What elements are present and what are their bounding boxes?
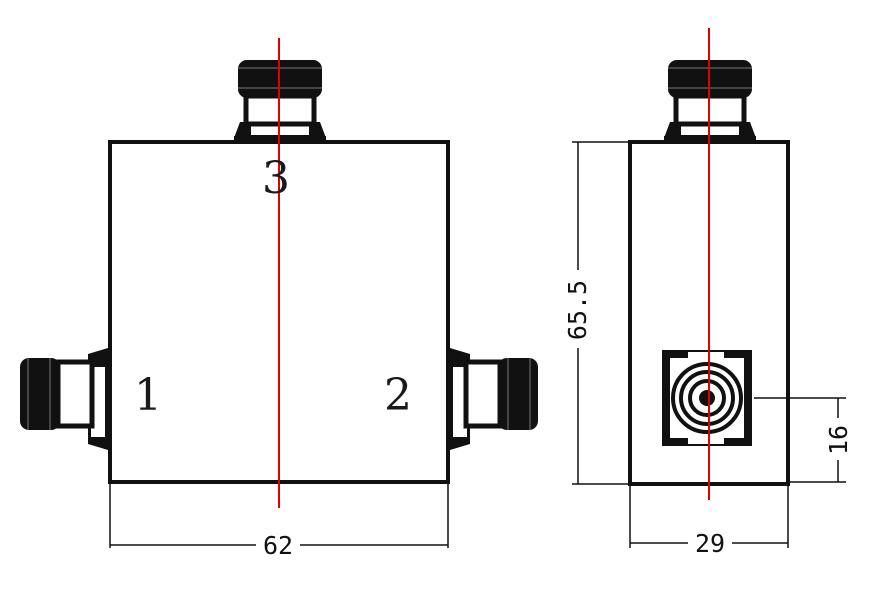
- front-width-value: 62: [263, 531, 293, 560]
- front-right-connector: [450, 348, 538, 450]
- side-width-dimension: [629, 486, 789, 548]
- port-1-label: 1: [134, 370, 162, 421]
- side-view: 65.5 29 16: [563, 28, 853, 558]
- side-height-value: 65.5: [563, 280, 592, 340]
- side-width-value: 29: [695, 529, 725, 558]
- connector-offset-value: 16: [824, 425, 853, 455]
- front-left-connector: [20, 348, 108, 450]
- front-width-dimension: [109, 484, 449, 548]
- port-3-label: 3: [262, 153, 290, 204]
- side-face-connector: [662, 350, 752, 446]
- side-height-dimension: [572, 141, 630, 485]
- connector-offset-dimension: [754, 397, 846, 483]
- port-2-label: 2: [384, 370, 412, 421]
- front-view: 3 1 2 62: [20, 38, 538, 560]
